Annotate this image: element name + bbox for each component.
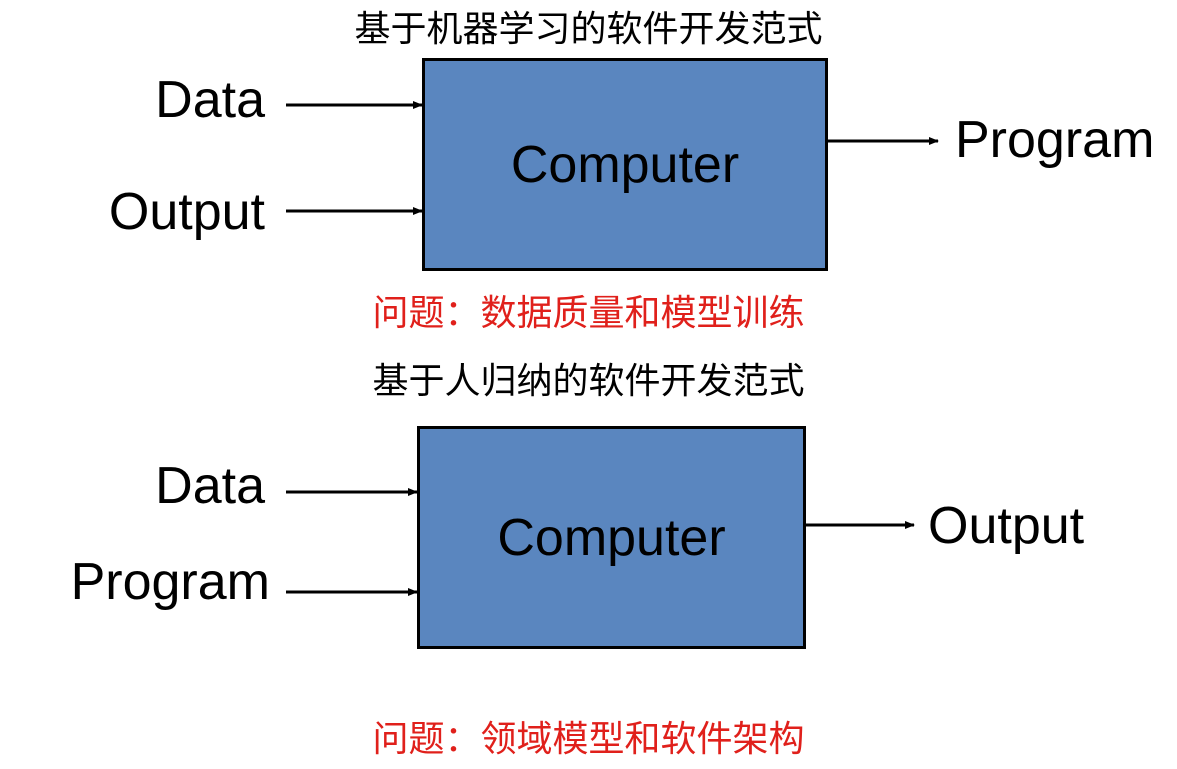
bottom-problem-text: 问题：领域模型和软件架构 xyxy=(372,719,805,760)
top-diagram-title: 基于机器学习的软件开发范式 xyxy=(354,9,823,50)
top-computer-box: Computer xyxy=(422,58,828,271)
top-input-output-label: Output xyxy=(108,183,265,241)
top-problem-text: 问题：数据质量和模型训练 xyxy=(372,293,805,334)
bottom-computer-label: Computer xyxy=(497,508,726,567)
bottom-diagram-title: 基于人归纳的软件开发范式 xyxy=(372,361,805,402)
top-output-program-label: Program xyxy=(955,111,1155,169)
bottom-input-program-label: Program xyxy=(70,553,270,611)
bottom-input-data-label: Data xyxy=(155,457,265,515)
bottom-output-label: Output xyxy=(928,497,1085,555)
bottom-computer-box: Computer xyxy=(417,426,806,649)
top-computer-label: Computer xyxy=(510,135,740,194)
top-input-data-label: Data xyxy=(155,71,265,129)
